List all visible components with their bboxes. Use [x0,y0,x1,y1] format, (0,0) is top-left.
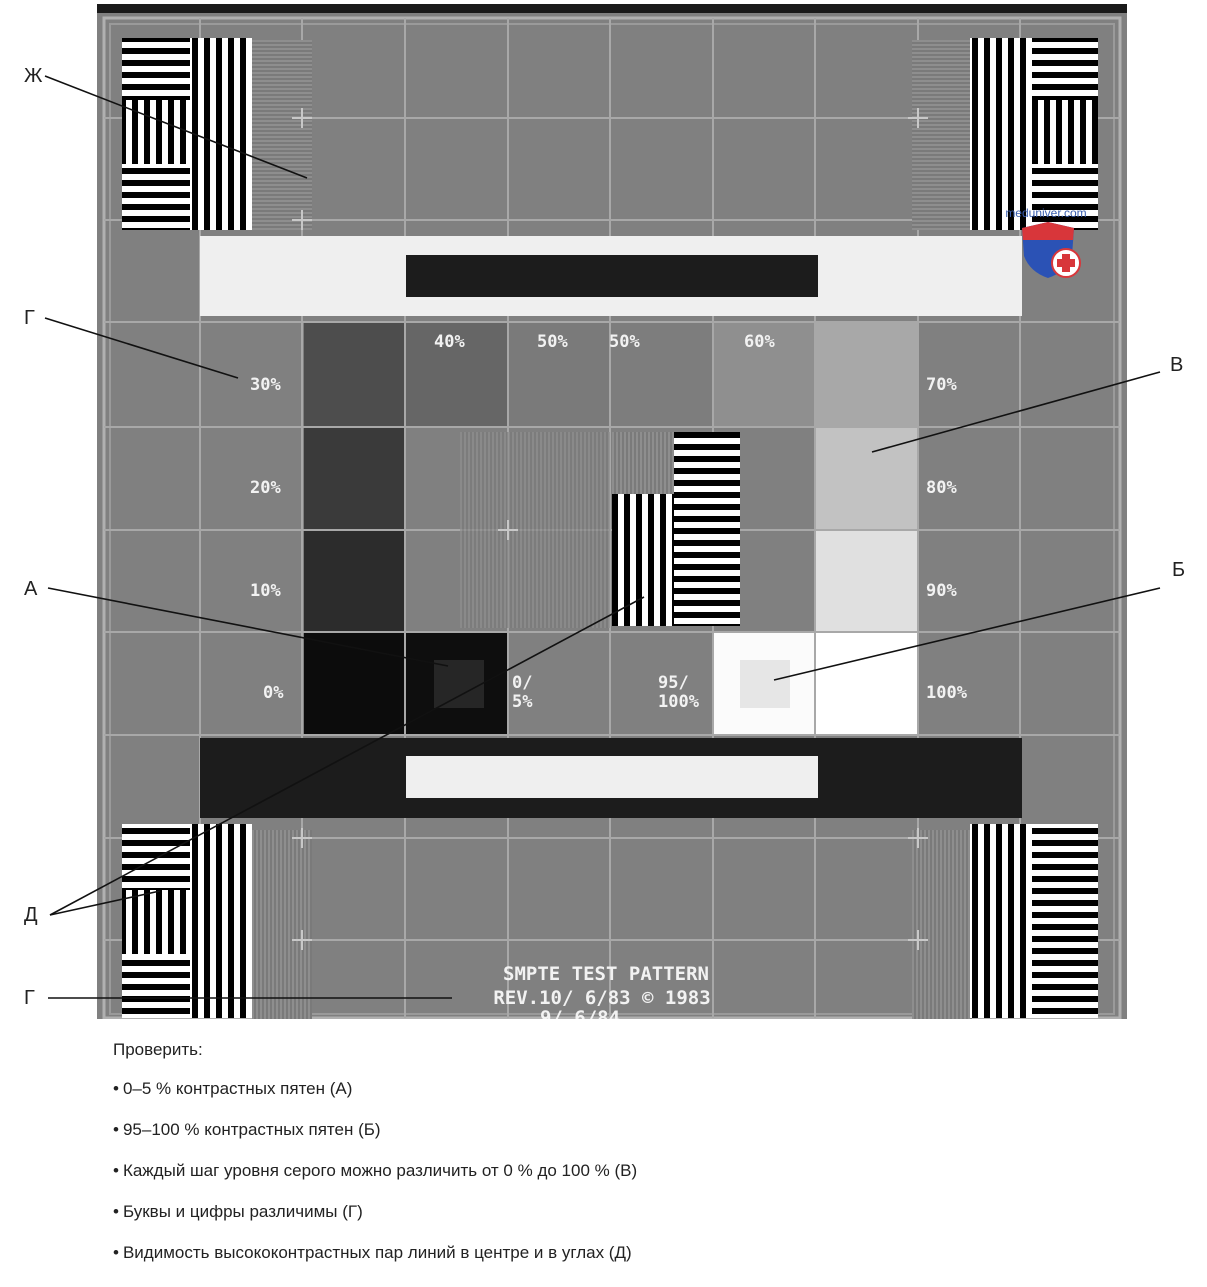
contrast-spot-95 [740,660,790,708]
gray-step-60 [714,323,814,426]
gray-step-40 [406,323,507,426]
bullet-icon: • [113,1079,119,1098]
callout-d: Д [24,904,38,926]
callout-zh: Ж [24,65,43,87]
callout-g-bottom: Г [24,987,35,1009]
test-pattern: 30% 20% 10% 0% 70% 80% 90% 100% 40% 50% … [97,4,1127,1030]
gray-step-0 [304,633,404,734]
corner-line-pairs-bottom-right [970,824,1098,1018]
label-90: 90% [926,581,957,601]
label-low-contrast-2: 5% [512,692,533,712]
pattern-revision: REV.10/ 6/83 © 1983 [493,987,710,1009]
note-text: Буквы и цифры различимы (Г) [122,1202,363,1221]
list-item: •95–100 % контрастных пятен (Б) [113,1119,1113,1141]
pattern-inner-border [102,16,1122,1020]
callout-v: В [1170,354,1183,376]
label-100: 100% [926,683,968,703]
label-40: 40% [434,332,465,352]
corner-line-pairs-top-left [122,38,252,230]
label-50b: 50% [609,332,640,352]
gray-step-10 [304,531,404,631]
top-black-bar [406,255,818,297]
pattern-title: SMPTE TEST PATTERN [503,963,709,985]
gray-step-50a [509,323,609,426]
label-high-contrast-2: 100% [658,692,700,712]
gray-step-20 [304,428,404,529]
callout-g-top: Г [24,307,35,329]
bullet-icon: • [113,1120,119,1139]
label-60: 60% [744,332,775,352]
bullet-icon: • [113,1202,119,1221]
center-line-pairs [612,432,740,626]
bottom-white-bar [406,756,818,798]
pattern-inner-border-2 [109,23,1115,1015]
notes-list: •0–5 % контрастных пятен (А) •95–100 % к… [113,1078,1113,1264]
corner-line-pairs-bottom-left [122,824,252,1018]
label-0: 0% [263,683,284,703]
note-text: Видимость высококонтрастных пар линий в … [122,1243,632,1262]
label-20: 20% [250,478,281,498]
note-text: 0–5 % контрастных пятен (А) [122,1079,353,1098]
gray-step-70 [816,323,917,426]
label-70: 70% [926,375,957,395]
list-item: •Каждый шаг уровня серого можно различит… [113,1160,1113,1182]
gray-step-50b [611,323,712,426]
contrast-spot-5 [434,660,484,708]
gray-step-90 [816,531,917,631]
watermark-logo: meduniver.com [1005,206,1087,278]
note-text: 95–100 % контрастных пятен (Б) [122,1120,381,1139]
label-30: 30% [250,375,281,395]
label-high-contrast-1: 95/ [658,673,689,693]
callout-leaders [44,75,1161,999]
fine-line-zones [252,40,972,1020]
corner-line-pairs-top-right [970,38,1098,230]
gray-step-100 [816,633,917,734]
gray-scale-steps [304,323,917,734]
pattern-bottom-crop [97,1019,1127,1030]
label-80: 80% [926,478,957,498]
pattern-top-edge [97,4,1127,13]
check-notes: Проверить: •0–5 % контрастных пятен (А) … [113,1040,1113,1283]
list-item: •Буквы и цифры различимы (Г) [113,1201,1113,1223]
bullet-icon: • [113,1243,119,1262]
smpte-test-pattern-figure: 30% 20% 10% 0% 70% 80% 90% 100% 40% 50% … [24,4,1185,1030]
label-low-contrast-1: 0/ [512,673,532,693]
bullet-icon: • [113,1161,119,1180]
note-text: Каждый шаг уровня серого можно различить… [122,1161,638,1180]
label-10: 10% [250,581,281,601]
callout-b: Б [1172,559,1185,581]
watermark-text: meduniver.com [1005,206,1086,220]
list-item: •Видимость высококонтрастных пар линий в… [113,1242,1113,1264]
label-50a: 50% [537,332,568,352]
list-item: •0–5 % контрастных пятен (А) [113,1078,1113,1100]
notes-heading: Проверить: [113,1040,203,1059]
callout-a: А [24,578,38,600]
gray-step-30 [304,323,404,426]
